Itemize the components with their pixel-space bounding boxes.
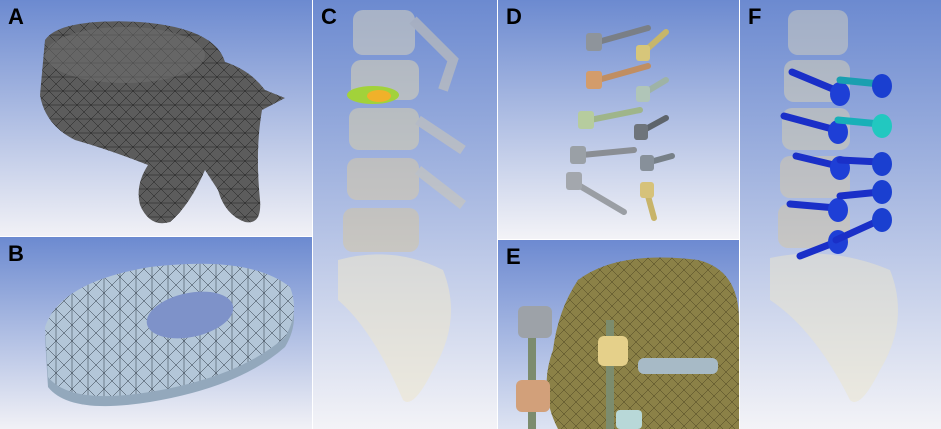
panel-a: A — [0, 0, 312, 236]
screw-head-right — [598, 336, 628, 366]
screw-head-bottom — [616, 410, 642, 429]
vertebra-mesh-image — [40, 21, 285, 224]
screw-right-3 — [634, 115, 669, 140]
disc-closeup — [638, 358, 718, 374]
vertebral-endplate — [45, 27, 205, 83]
disc-stress-region — [367, 90, 391, 102]
screw-f-2-head — [872, 74, 892, 98]
panel-e-label: E — [506, 244, 521, 269]
screw-left-5 — [566, 172, 627, 215]
screw-left-4 — [570, 146, 637, 164]
panel-f: F — [740, 0, 941, 429]
panel-f-label: F — [748, 4, 762, 29]
screw-right-1 — [636, 29, 669, 61]
rod-left — [528, 310, 536, 429]
disc-nucleus-hole — [146, 291, 234, 339]
screw-left-2 — [586, 63, 651, 89]
blue-screws — [780, 68, 892, 260]
panel-e: E — [498, 240, 739, 429]
screw-f-7-head — [828, 198, 848, 222]
screw-f-3-head — [828, 120, 848, 144]
panel-c-label: C — [321, 4, 337, 29]
panel-d-label: D — [506, 4, 522, 29]
screw-f-4-head — [872, 114, 892, 138]
panel-a-label: A — [8, 4, 24, 29]
screw-right-5 — [640, 182, 657, 221]
screw-right-2 — [636, 77, 669, 102]
screw-right-4 — [640, 153, 675, 171]
screw-f-8-head — [872, 180, 892, 204]
screw-f-3 — [780, 112, 840, 134]
panel-b: B — [0, 237, 312, 429]
spine-vertebrae-f — [770, 10, 898, 402]
spine-vertebrae — [338, 10, 467, 402]
screw-vertebra-closeup-image — [516, 257, 739, 429]
panel-d: D — [498, 0, 739, 239]
panel-b-label: B — [8, 241, 24, 266]
panel-c: C — [313, 0, 497, 429]
screw-f-10-head — [872, 208, 892, 232]
screw-f-1-head — [830, 82, 850, 106]
screw-head-upper-left — [518, 306, 552, 338]
screw-left-3 — [578, 107, 643, 129]
spine-model-image — [338, 10, 467, 402]
screw-head-lower-left — [516, 380, 550, 412]
pedicle-screws-image — [566, 25, 675, 221]
rod-right — [606, 320, 614, 429]
screw-left-1 — [586, 25, 651, 51]
disc-mesh-image — [45, 263, 294, 407]
screw-f-6-head — [872, 152, 892, 176]
instrumented-spine-image — [770, 10, 898, 402]
vertebra-closeup-mesh — [546, 257, 739, 429]
